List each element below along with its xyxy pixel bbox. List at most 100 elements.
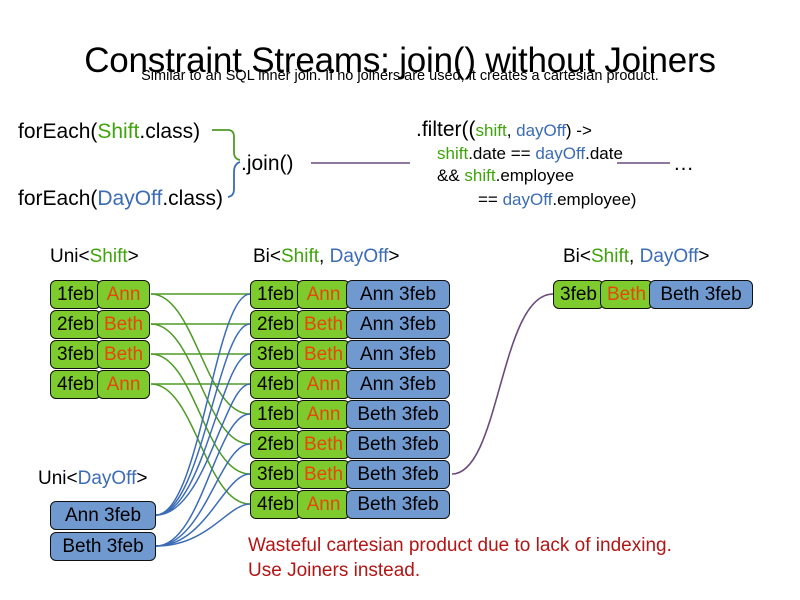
- bi-shift-date-cell: 2feb: [250, 430, 301, 459]
- bi-shift-name-cell: Ann: [297, 490, 350, 519]
- bi-shift-name-cell: Ann: [297, 280, 350, 309]
- list-item[interactable]: Ann 3feb: [50, 501, 156, 530]
- dayoff-cell: Ann 3feb: [50, 501, 156, 530]
- bi-dayoff-cell: Beth 3feb: [346, 460, 450, 489]
- bi-dayoff-cell: Ann 3feb: [346, 310, 450, 339]
- list-item[interactable]: 2feb Beth: [50, 310, 150, 339]
- shift-name-cell: Ann: [97, 370, 150, 399]
- table-row[interactable]: 4feb Ann Beth 3feb: [250, 490, 450, 519]
- bi-shift-name-cell: Beth: [297, 460, 350, 489]
- bi-shift-name-cell: Ann: [297, 370, 350, 399]
- filter-l2-date-eq: .date ==: [468, 144, 536, 163]
- uni-dayoff-type: DayOff: [77, 468, 137, 489]
- uni-shift-suffix: >: [127, 246, 139, 267]
- shift-date-cell: 3feb: [50, 340, 101, 369]
- bi-shift-name-cell: Ann: [297, 400, 350, 429]
- bi-dayoff-cell: Ann 3feb: [346, 280, 450, 309]
- bi-cart-suffix: >: [388, 246, 400, 267]
- dayoff-cell: Beth 3feb: [50, 532, 156, 561]
- table-row[interactable]: 2feb Beth Beth 3feb: [250, 430, 450, 459]
- uni-shift-prefix: Uni<: [50, 246, 90, 267]
- table-row[interactable]: 1feb Ann Ann 3feb: [250, 280, 450, 309]
- shift-date-cell: 4feb: [50, 370, 101, 399]
- bi-cart-type1: Shift: [281, 246, 320, 267]
- shift-name-cell: Beth: [97, 340, 150, 369]
- foreach-dayoff-prefix: forEach(: [18, 187, 98, 210]
- filter-lambda-arrow: ) ->: [565, 121, 592, 140]
- bi-filt-type2: DayOff: [639, 246, 699, 267]
- list-item[interactable]: 3feb Beth: [50, 340, 150, 369]
- label-uni-dayoff: Uni<DayOff>: [38, 468, 148, 490]
- filter-l2-shift: shift: [437, 144, 469, 163]
- bi-filt-comma: ,: [629, 246, 640, 267]
- filter-param-shift: shift: [475, 121, 507, 140]
- bi-shift-date-cell: 3feb: [250, 460, 301, 489]
- table-row[interactable]: 4feb Ann Ann 3feb: [250, 370, 450, 399]
- uni-dayoff-prefix: Uni<: [38, 468, 78, 489]
- page-subtitle: Similar to an SQL inner join. If no join…: [141, 68, 659, 84]
- bi-dayoff-cell: Beth 3feb: [346, 400, 450, 429]
- uni-dayoff-suffix: >: [136, 468, 148, 489]
- list-item[interactable]: 1feb Ann: [50, 280, 150, 309]
- bi-cart-prefix: Bi<: [253, 246, 281, 267]
- foreach-shift-suffix: .class): [139, 120, 201, 143]
- list-item[interactable]: 4feb Ann: [50, 370, 150, 399]
- result-dayoff-cell: Beth 3feb: [649, 280, 753, 309]
- bi-dayoff-cell: Ann 3feb: [346, 340, 450, 369]
- ellipsis-text: …: [673, 152, 694, 175]
- filter-param-dayoff: dayOff: [516, 121, 566, 140]
- code-filter-line-2: shift.date == dayOff.date: [437, 144, 623, 164]
- code-join-call: .join(): [241, 152, 294, 175]
- label-uni-shift: Uni<Shift>: [50, 246, 139, 268]
- uni-shift-type: Shift: [89, 246, 128, 267]
- code-foreach-shift: forEach(Shift.class): [18, 120, 200, 143]
- bi-shift-date-cell: 4feb: [250, 370, 301, 399]
- foreach-dayoff-suffix: .class): [162, 187, 224, 210]
- bi-cart-comma: ,: [319, 246, 330, 267]
- bi-filt-type1: Shift: [591, 246, 630, 267]
- bi-cart-type2: DayOff: [329, 246, 389, 267]
- result-shift-date-cell: 3feb: [553, 280, 604, 309]
- table-row[interactable]: 1feb Ann Beth 3feb: [250, 400, 450, 429]
- table-row[interactable]: 3feb Beth Beth 3feb: [553, 280, 753, 309]
- filter-l2-dayoff: dayOff: [535, 144, 586, 163]
- filter-l4-dayoff: dayOff: [502, 190, 553, 209]
- code-filter-line-4: == dayOff.employee): [478, 190, 637, 210]
- bi-shift-date-cell: 1feb: [250, 280, 301, 309]
- label-bi-cartesian: Bi<Shift, DayOff>: [253, 246, 399, 268]
- table-row[interactable]: 3feb Beth Beth 3feb: [250, 460, 450, 489]
- label-bi-filtered: Bi<Shift, DayOff>: [563, 246, 709, 268]
- filter-l4-employee: .employee): [552, 190, 637, 209]
- bi-filt-prefix: Bi<: [563, 246, 591, 267]
- filter-l3-and: &&: [437, 166, 465, 185]
- filter-l4-eq: ==: [478, 190, 503, 209]
- shift-date-cell: 2feb: [50, 310, 101, 339]
- bi-shift-name-cell: Beth: [297, 340, 350, 369]
- table-row[interactable]: 3feb Beth Ann 3feb: [250, 340, 450, 369]
- bi-shift-name-cell: Beth: [297, 310, 350, 339]
- filter-prefix: .filter((: [416, 118, 476, 141]
- code-filter-line-1: .filter((shift, dayOff) ->: [416, 118, 592, 141]
- bi-dayoff-cell: Beth 3feb: [346, 490, 450, 519]
- filter-l3-shift: shift: [464, 166, 496, 185]
- bi-shift-date-cell: 2feb: [250, 310, 301, 339]
- bi-shift-date-cell: 1feb: [250, 400, 301, 429]
- warning-line-1: Wasteful cartesian product due to lack o…: [248, 535, 672, 556]
- shift-name-cell: Ann: [97, 280, 150, 309]
- list-item[interactable]: Beth 3feb: [50, 532, 156, 561]
- code-filter-line-3: && shift.employee: [437, 166, 575, 186]
- foreach-shift-prefix: forEach(: [18, 120, 98, 143]
- bi-dayoff-cell: Ann 3feb: [346, 370, 450, 399]
- filter-l2-date: .date: [585, 144, 623, 163]
- shift-date-cell: 1feb: [50, 280, 101, 309]
- table-row[interactable]: 2feb Beth Ann 3feb: [250, 310, 450, 339]
- bi-shift-name-cell: Beth: [297, 430, 350, 459]
- result-shift-name-cell: Beth: [600, 280, 653, 309]
- bi-dayoff-cell: Beth 3feb: [346, 430, 450, 459]
- foreach-shift-type: Shift: [97, 120, 140, 143]
- warning-line-2: Use Joiners instead.: [248, 560, 421, 581]
- filter-l3-employee: .employee: [495, 166, 575, 185]
- bi-filt-suffix: >: [698, 246, 710, 267]
- foreach-dayoff-type: DayOff: [97, 187, 163, 210]
